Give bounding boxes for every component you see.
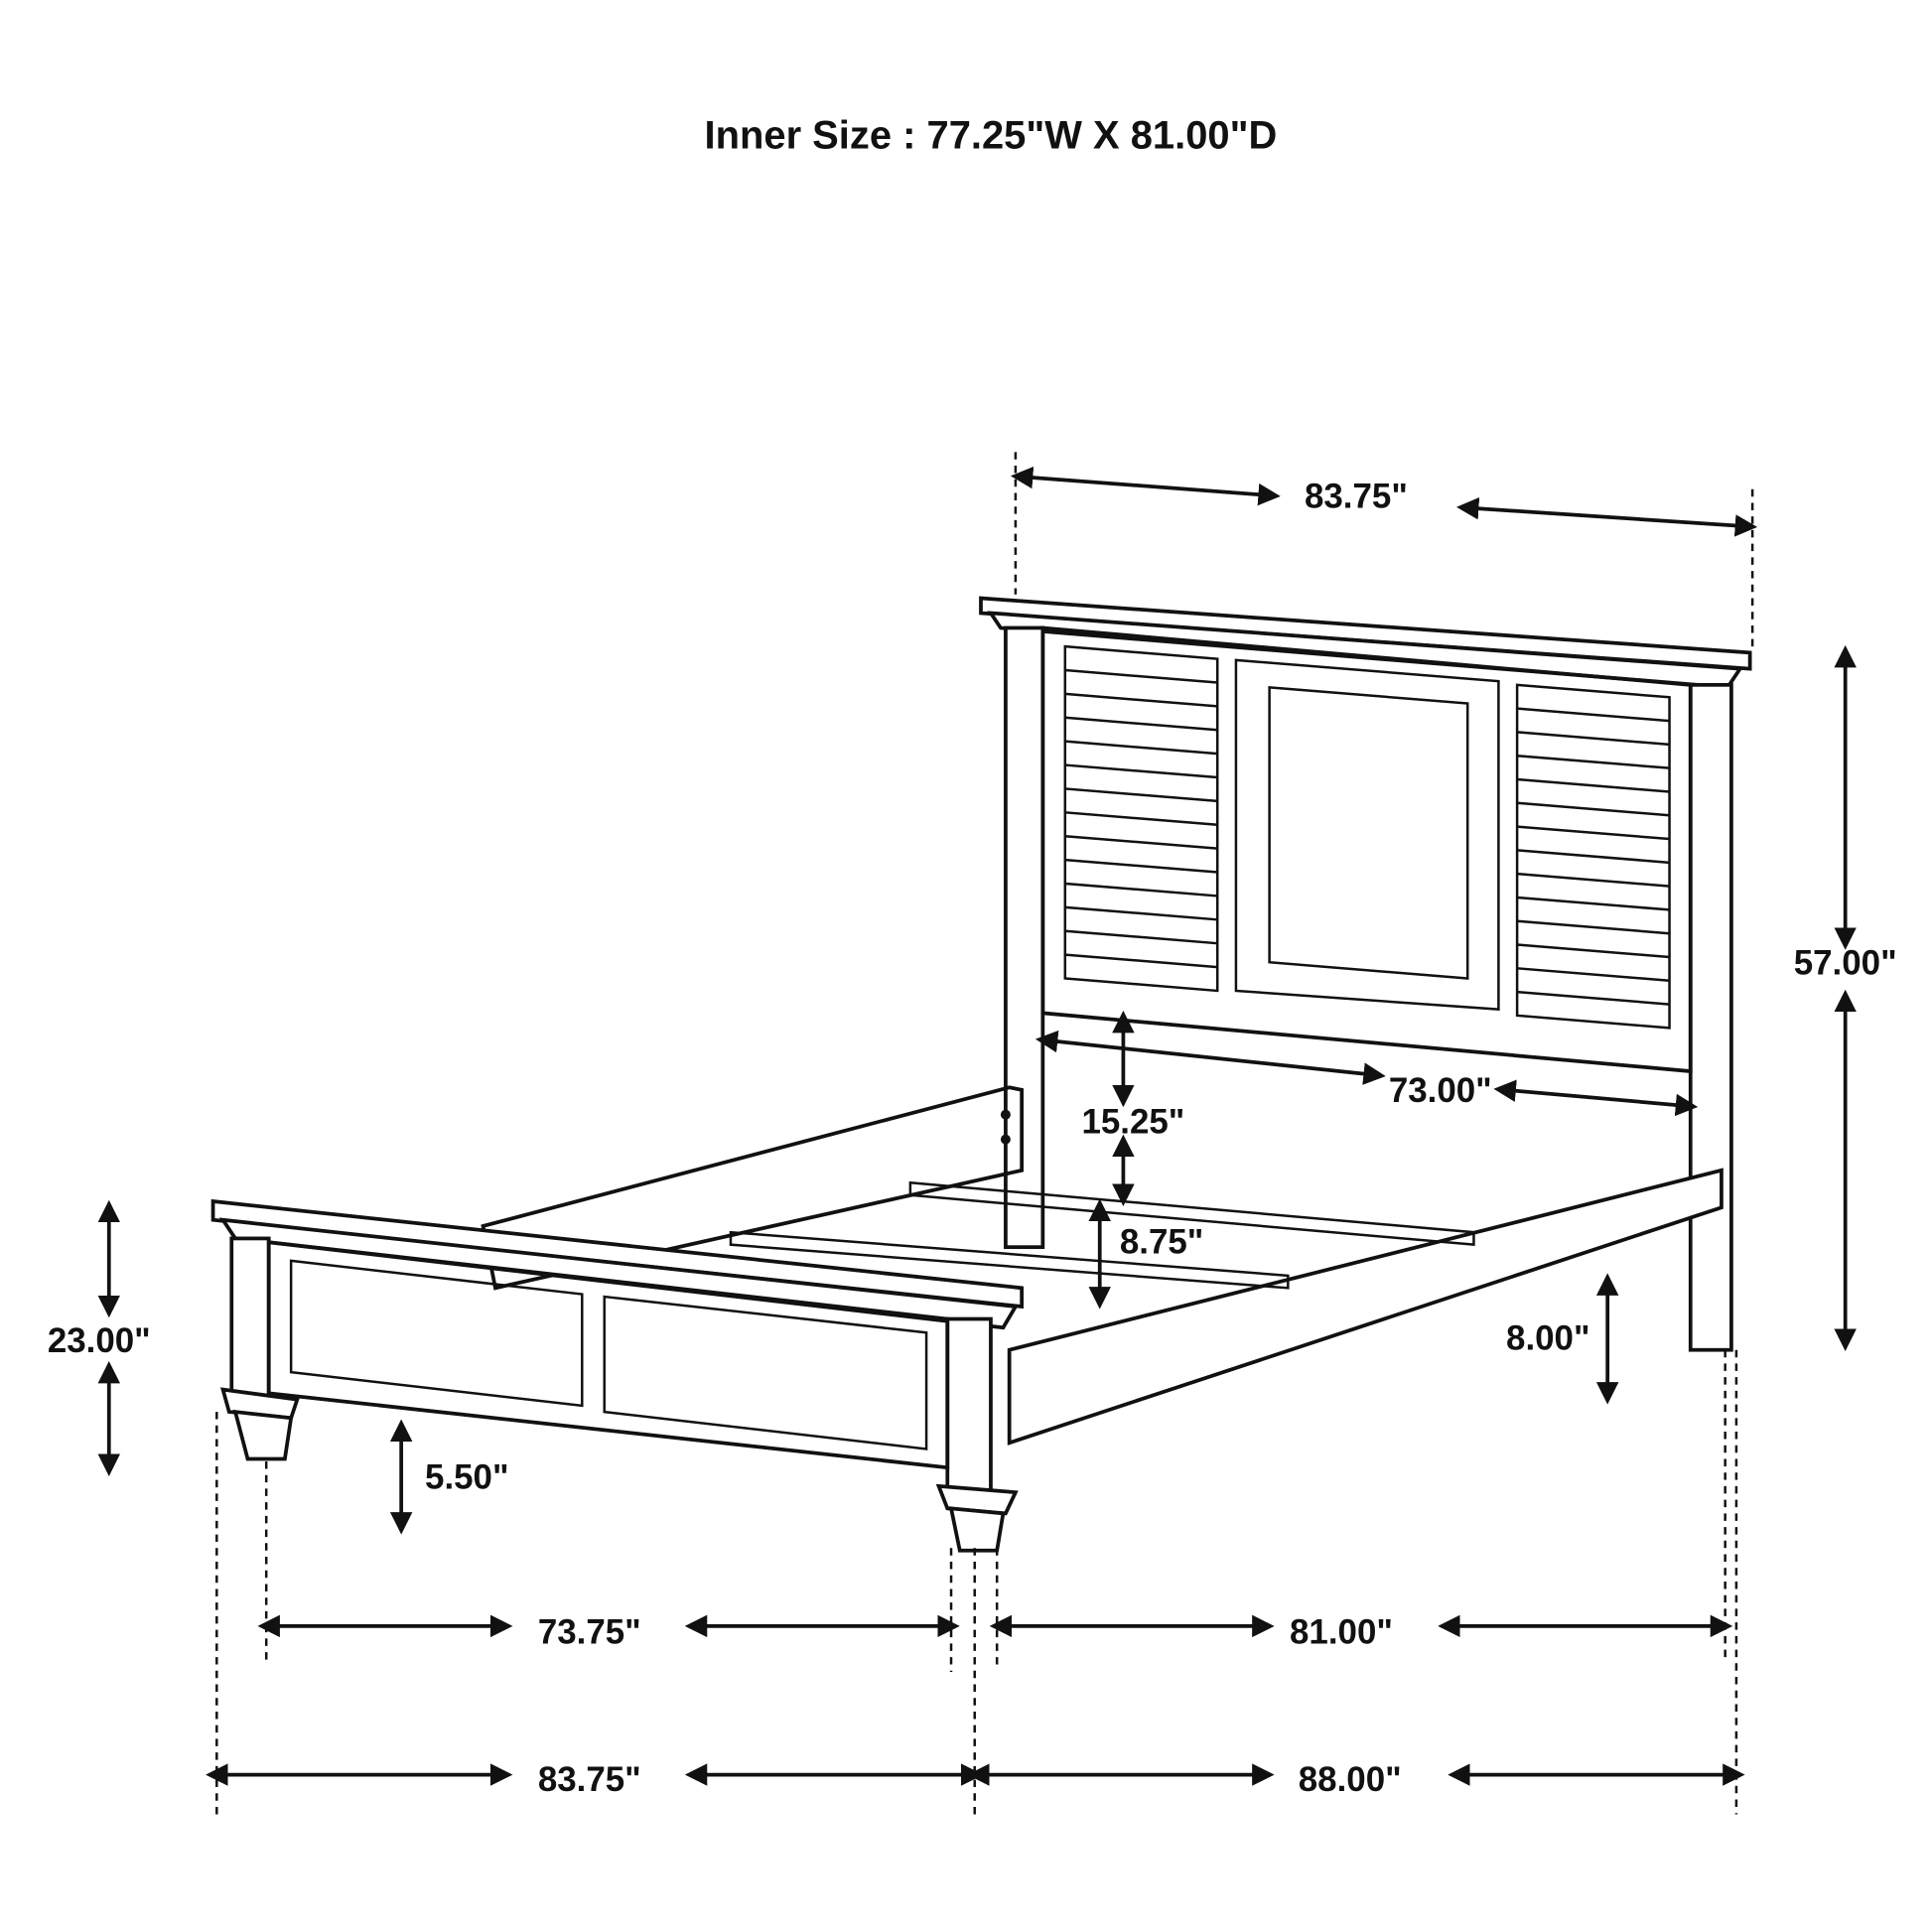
slat-height-label: 8.75" bbox=[1120, 1222, 1204, 1261]
title: Inner Size : 77.25"W X 81.00"D bbox=[705, 114, 1278, 158]
headboard-clearance-label: 15.25" bbox=[1081, 1102, 1184, 1141]
dimension-arrows bbox=[97, 466, 1857, 1786]
overall-width-label: 83.75" bbox=[538, 1760, 641, 1799]
footboard-clearance-label: 5.50" bbox=[425, 1457, 509, 1496]
louver-slat bbox=[1517, 967, 1670, 983]
footboard bbox=[210, 1198, 1025, 1553]
louver-slat bbox=[1517, 777, 1670, 793]
headboard-height-label: 57.00" bbox=[1794, 944, 1897, 983]
louver-slat bbox=[1064, 763, 1218, 779]
louver-slat bbox=[1517, 896, 1670, 911]
louver-slat bbox=[1064, 858, 1218, 874]
louver-slat bbox=[1517, 849, 1670, 865]
louver-slat bbox=[1064, 929, 1218, 945]
rail-clearance-label: 8.00" bbox=[1506, 1319, 1590, 1358]
louver-slat bbox=[1517, 872, 1670, 888]
louver-slat bbox=[1064, 953, 1218, 969]
side-rails bbox=[481, 1085, 1724, 1446]
louver-slat bbox=[1064, 834, 1218, 850]
footboard-height-label: 23.00" bbox=[48, 1321, 151, 1360]
louver-slat bbox=[1517, 801, 1670, 817]
inner-length-label: 81.00" bbox=[1290, 1612, 1393, 1651]
headboard-width-label: 83.75" bbox=[1305, 477, 1408, 515]
overall-length-label: 88.00" bbox=[1299, 1760, 1402, 1799]
louver-slat bbox=[1517, 754, 1670, 769]
louver-slat bbox=[1064, 882, 1218, 897]
louver-slat bbox=[1517, 707, 1670, 723]
inner-width-head-label: 73.00" bbox=[1389, 1071, 1492, 1110]
louver-slat bbox=[1064, 740, 1218, 756]
louver-slat bbox=[1064, 905, 1218, 921]
foot-inner-width-label: 73.75" bbox=[538, 1612, 641, 1651]
louver-slat bbox=[1064, 692, 1218, 708]
louver-slat bbox=[1517, 990, 1670, 1006]
louver-slat bbox=[1064, 716, 1218, 732]
louver-slat bbox=[1064, 811, 1218, 827]
louver-slat bbox=[1517, 943, 1670, 959]
louver-slat bbox=[1517, 731, 1670, 747]
headboard bbox=[979, 596, 1752, 1352]
louver-slat bbox=[1064, 668, 1218, 684]
louver-slat bbox=[1517, 825, 1670, 841]
louver-slat bbox=[1517, 919, 1670, 935]
louver-slat bbox=[1064, 787, 1218, 803]
